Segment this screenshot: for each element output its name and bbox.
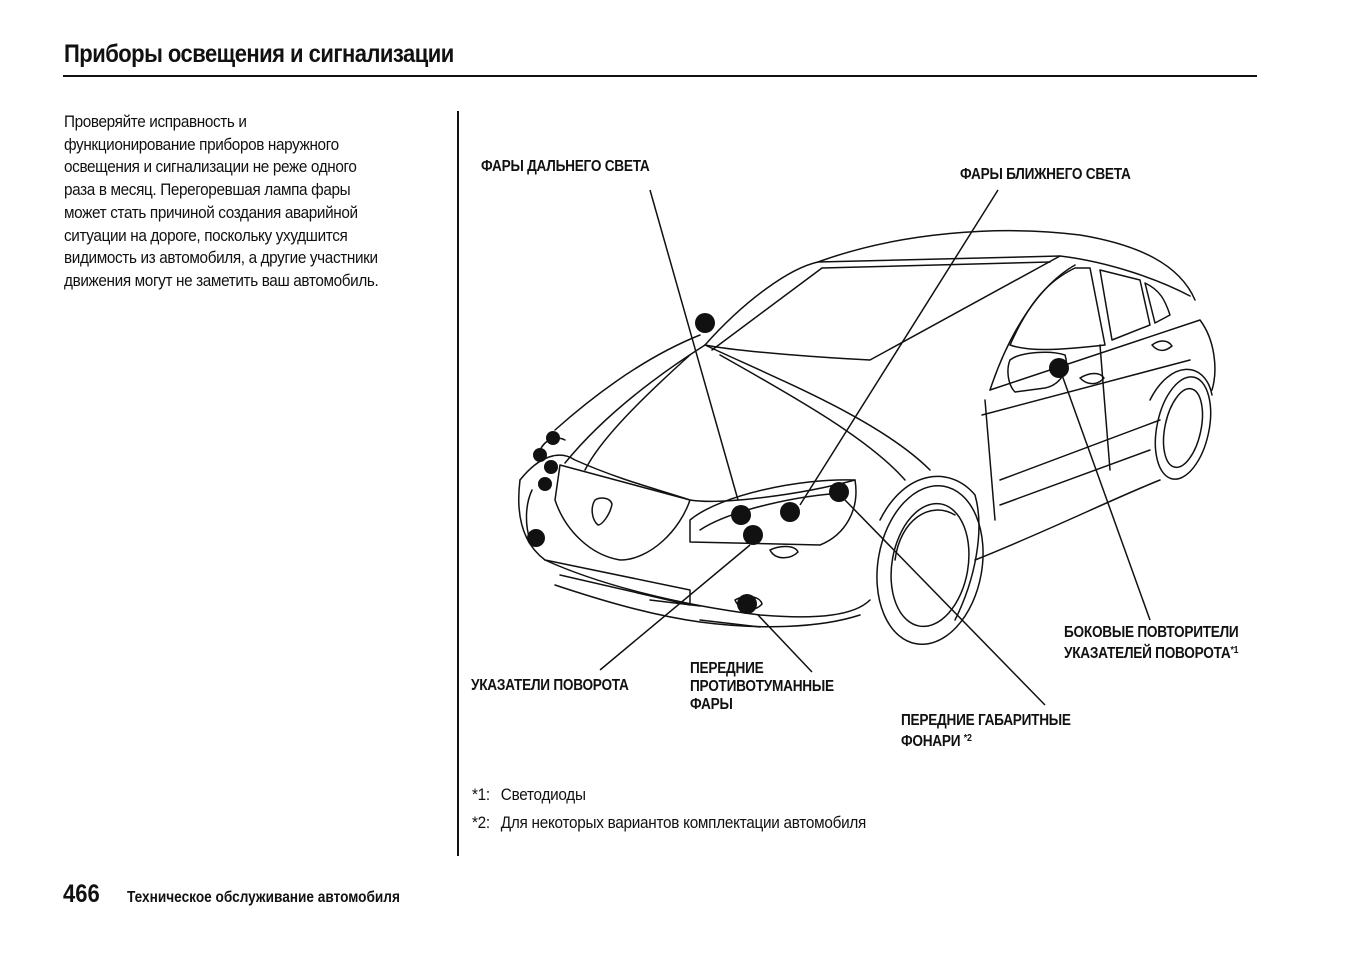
leader-high-beam [649,189,739,501]
intro-line: функционирование приборов наружного [64,134,339,154]
lamp-marker [527,529,545,547]
leader-parking-light [844,499,1046,706]
callout-line: ФОНАРИ *2 [901,730,1071,751]
intro-line: может стать причиной создания аварийной [64,202,358,222]
leader-side-repeater [1061,374,1151,621]
leader-turn-signal [599,544,751,671]
intro-line: Проверяйте исправность и [64,112,247,131]
callout-side-repeaters: БОКОВЫЕ ПОВТОРИТЕЛИ УКАЗАТЕЛЕЙ ПОВОРОТА*… [1064,624,1239,663]
leader-low-beam [799,189,999,506]
lamp-marker [546,431,560,445]
footnote-mark: *2 [963,733,972,744]
section-name: Техническое обслуживание автомобиля [127,889,400,906]
lamp-marker [829,482,849,502]
callout-text: УКАЗАТЕЛЕЙ ПОВОРОТА [1064,645,1231,662]
page-number: 466 [63,880,100,908]
callout-line: ПЕРЕДНИЕ [690,660,764,677]
lamp-marker [737,594,757,614]
footnote-mark: *2: [472,813,490,832]
callout-line: ПРОТИВОТУМАННЫЕ [690,678,834,695]
callout-line: ПЕРЕДНИЕ ГАБАРИТНЫЕ [901,712,1071,729]
footnote-2: *2: Для некоторых вариантов комплектации … [472,813,866,833]
leader-lines [599,189,1151,706]
callout-line: БОКОВЫЕ ПОВТОРИТЕЛИ [1064,624,1239,641]
lamp-marker [544,460,558,474]
lamp-marker [731,505,751,525]
footnote-mark: *1: [472,785,490,804]
callout-turn-signals: УКАЗАТЕЛИ ПОВОРОТА [471,677,629,694]
car-outline [518,229,1216,646]
lamp-marker [538,477,552,491]
callout-parking-lights: ПЕРЕДНИЕ ГАБАРИТНЫЕ ФОНАРИ *2 [901,712,1071,751]
callout-text: ФОНАРИ [901,733,961,750]
intro-line: раза в месяц. Перегоревшая лампа фары [64,180,351,200]
intro-line: движения могут не заметить ваш автомобил… [64,270,379,290]
lamp-marker [743,525,763,545]
callout-line: ФАРЫ [690,696,733,713]
lamp-marker [695,313,715,333]
lamp-marker [1049,358,1069,378]
lamp-marker [780,502,800,522]
title-rule [63,75,1257,77]
lamp-marker [533,448,547,462]
intro-line: видимость из автомобиля, а другие участн… [64,248,378,268]
footnote-text: Светодиоды [500,785,586,804]
leader-fog-light [757,614,813,673]
callout-fog-lights: ПЕРЕДНИЕ ПРОТИВОТУМАННЫЕ ФАРЫ [690,660,834,714]
callout-line: УКАЗАТЕЛЕЙ ПОВОРОТА*1 [1064,642,1238,663]
footnote-1: *1: Светодиоды [472,785,586,805]
intro-paragraph: Проверяйте исправность и функционировани… [64,111,454,293]
callout-low-beam: ФАРЫ БЛИЖНЕГО СВЕТА [960,166,1131,183]
footnote-mark: *1 [1230,645,1239,656]
lamp-markers [527,313,1069,614]
page-title: Приборы освещения и сигнализации [64,40,454,68]
callout-high-beam: ФАРЫ ДАЛЬНЕГО СВЕТА [481,158,650,175]
intro-line: ситуации на дороге, поскольку ухудшится [64,225,348,245]
footnote-text: Для некоторых вариантов комплектации авт… [500,813,867,832]
intro-line: освещения и сигнализации не реже одного [64,157,357,177]
column-divider [457,111,459,856]
